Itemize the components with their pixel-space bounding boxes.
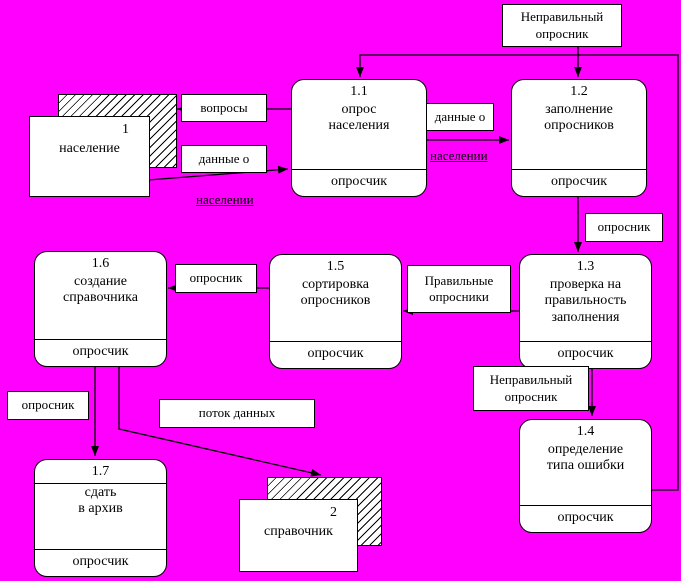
process-number: 1.1 — [350, 84, 368, 99]
entity-number: 1 — [122, 122, 129, 137]
flow-label-oprosnik-1-6-to-1-7: опросник — [7, 391, 89, 420]
process-name-line: опросников — [300, 293, 371, 309]
flow-label-naselenii-1: населении — [196, 192, 254, 207]
entity-spravochnik: 2 справочник — [239, 499, 358, 572]
flow-label-dannye-o-2: данные о — [426, 103, 494, 131]
flow-label-oprosnik-1-5-to-1-6: опросник — [175, 264, 257, 293]
process-name-line: в архив — [78, 501, 123, 517]
process-name: определение типа ошибки — [520, 441, 651, 506]
process-number: 1.5 — [326, 259, 345, 274]
flow-label-oprosnik-1-2-to-1-3: опросник — [585, 213, 663, 242]
process-1-1-opros-naseleniya: 1.1 опрос населения опросчик — [291, 79, 427, 197]
process-name-line: типа ошибки — [546, 458, 625, 474]
flow-label-line: опросник — [189, 270, 243, 286]
process-name-line: населения — [328, 118, 390, 134]
flow-label-line: данные о — [198, 150, 250, 166]
process-name-line: опросников — [544, 118, 614, 134]
process-name: заполнение опросников — [512, 101, 646, 170]
process-1-7-sdat-v-arhiv: 1.7 сдать в архив опросчик — [34, 459, 167, 577]
flow-label-invalid-questionnaire-top: Неправильный опросник — [502, 4, 622, 47]
process-name: создание справочника — [35, 273, 166, 340]
flow-label-line: данные о — [434, 108, 486, 124]
entity-name: население — [59, 141, 120, 156]
process-name-line: проверка на — [549, 276, 622, 292]
flow-label-dannye-o-1: данные о — [181, 145, 267, 173]
flow-label-line: опросник — [597, 219, 651, 235]
flow-label-line: опросники — [429, 289, 489, 304]
process-1-6-sozdanie-spravochnika: 1.6 создание справочника опросчик — [34, 251, 167, 367]
process-name: сдать в архив — [35, 484, 166, 550]
flow-label-line: опросник — [504, 388, 558, 404]
process-mechanism: опросчик — [512, 169, 646, 196]
process-mechanism: опросчик — [520, 505, 651, 532]
process-name: опрос населения — [292, 101, 426, 170]
entity-name: справочник — [264, 524, 333, 539]
flow-label-line: вопросы — [200, 99, 248, 115]
flow-label-naselenii-2: населении — [430, 148, 488, 163]
process-number: 1.7 — [35, 460, 166, 484]
process-mechanism: опросчик — [35, 549, 166, 576]
process-number: 1.2 — [570, 84, 588, 99]
process-name-line: заполнение — [545, 101, 613, 117]
flow-label-line: Неправильный — [520, 9, 604, 25]
arrow-1-6-to-spravochnik — [118, 365, 322, 477]
process-mechanism: опросчик — [270, 341, 401, 368]
process-name-line: справочника — [63, 290, 138, 306]
process-name-line: правильность — [544, 293, 627, 309]
arrow-error-loop-to-1-1 — [356, 54, 679, 491]
process-name-line: опрос — [341, 101, 377, 117]
flow-label-invalid-questionnaire-mid: Неправильный опросник — [473, 366, 589, 411]
process-1-3-proverka-pravilnosti: 1.3 проверка на правильность заполнения … — [519, 254, 652, 369]
flow-label-line: поток данных — [198, 405, 276, 421]
process-number: 1.3 — [576, 259, 595, 274]
process-1-2-zapolnenie-oprosnikov: 1.2 заполнение опросников опросчик — [511, 79, 647, 197]
process-number: 1.4 — [576, 424, 595, 439]
process-1-4-opredelenie-tipa-oshibki: 1.4 определение типа ошибки опросчик — [519, 419, 652, 533]
entity-number: 2 — [330, 505, 337, 520]
process-mechanism: опросчик — [35, 339, 166, 366]
process-name: сортировка опросников — [270, 276, 401, 342]
flow-label-voprosy: вопросы — [181, 94, 267, 122]
process-name: проверка на правильность заполнения — [520, 276, 651, 342]
process-mechanism: опросчик — [292, 169, 426, 196]
process-1-5-sortirovka-oprosnikov: 1.5 сортировка опросников опросчик — [269, 254, 402, 369]
process-number: 1.6 — [91, 256, 110, 271]
process-name-line: создание — [73, 273, 128, 289]
process-name-line: заполнения — [551, 309, 620, 325]
flow-label-line: Правильные — [424, 272, 494, 288]
process-name-line: определение — [547, 441, 624, 457]
entity-naselenie: 1 население — [29, 116, 150, 197]
process-mechanism: опросчик — [520, 341, 651, 368]
process-name-line: сдать — [84, 484, 117, 500]
flow-label-pravilnye-oprosniki: Правильные опросники — [407, 265, 511, 313]
process-name-line: сортировка — [301, 276, 370, 292]
flow-label-line: опросник — [21, 397, 75, 413]
flow-label-line: опросник — [535, 25, 589, 41]
flow-label-potok-dannyh: поток данных — [159, 399, 315, 428]
flow-label-line: Неправильный — [489, 372, 573, 388]
